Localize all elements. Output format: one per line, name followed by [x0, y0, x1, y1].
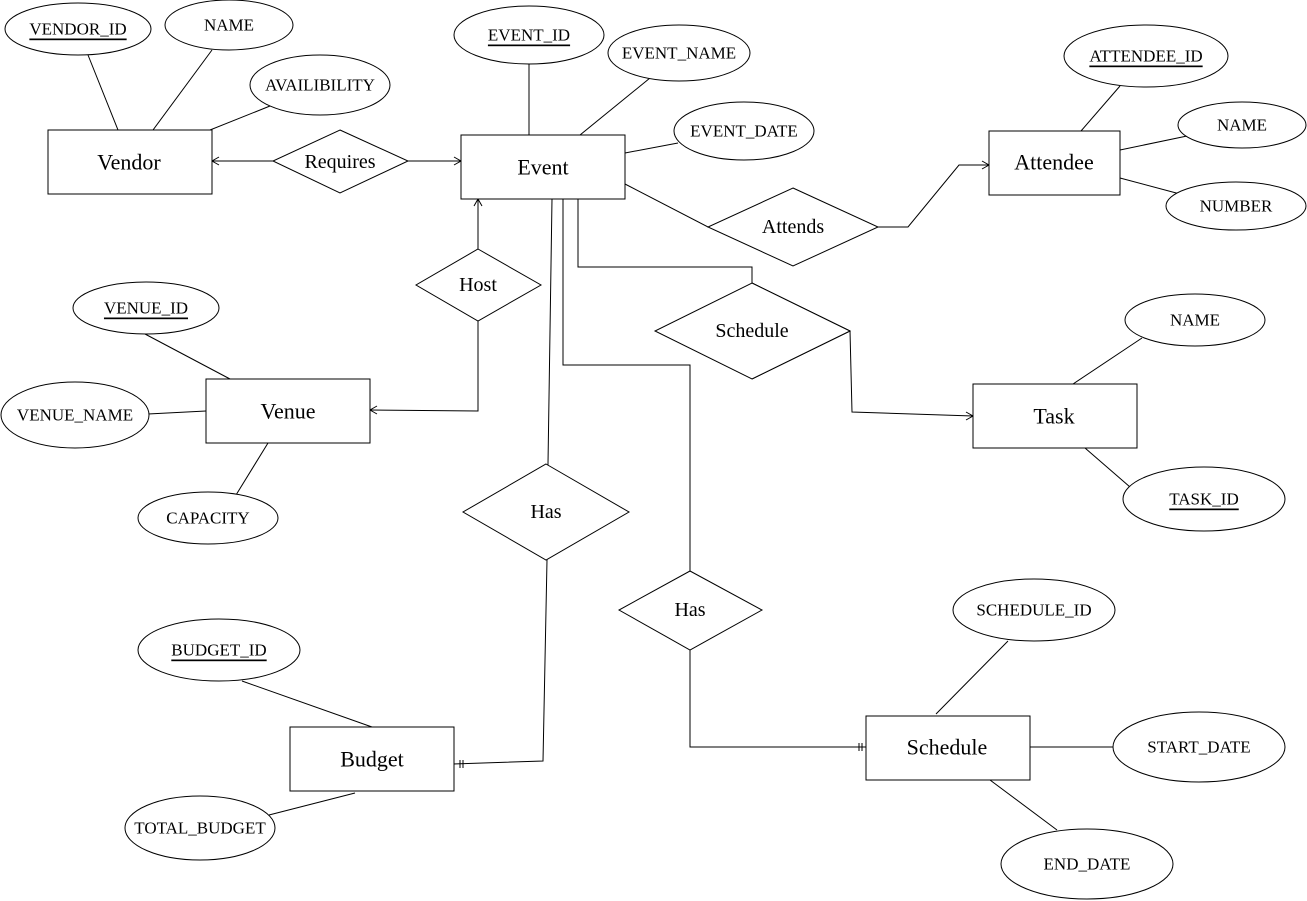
relationship-requires-label: Requires — [304, 151, 375, 173]
edge-vendor-availability — [209, 105, 271, 131]
edge-event-date — [624, 142, 679, 154]
attribute-budget-id: BUDGET_ID — [137, 618, 301, 682]
edge-event-has-schedule — [562, 199, 866, 748]
attribute-task-id-label: TASK_ID — [1169, 490, 1238, 509]
attribute-attendee-id-label: ATTENDEE_ID — [1089, 47, 1202, 66]
attribute-capacity-label: CAPACITY — [166, 509, 249, 528]
entity-vendor: Vendor — [47, 129, 213, 195]
edge-total-budget — [268, 792, 356, 816]
attribute-venue-name-label: VENUE_NAME — [17, 406, 133, 425]
edge-vendor-id — [87, 54, 119, 131]
edge-venue-name — [147, 410, 207, 415]
attribute-event-name: EVENT_NAME — [607, 24, 751, 82]
attribute-event-name-label: EVENT_NAME — [622, 44, 736, 63]
relationship-schedule: Schedule — [653, 282, 852, 380]
relationship-has-schedule-label: Has — [674, 599, 705, 621]
attribute-total-budget: TOTAL_BUDGET — [124, 795, 276, 861]
attribute-event-id: EVENT_ID — [453, 5, 605, 65]
entity-schedule-label: Schedule — [907, 735, 988, 760]
entity-attendee-label: Attendee — [1014, 150, 1093, 175]
attribute-attendee-name-label: NAME — [1217, 116, 1267, 135]
attribute-total-budget-label: TOTAL_BUDGET — [134, 819, 266, 838]
entity-attendee: Attendee — [988, 130, 1121, 196]
attribute-event-date-label: EVENT_DATE — [690, 122, 798, 141]
attribute-schedule-id-label: SCHEDULE_ID — [976, 601, 1091, 620]
edge-event-attends-attendee — [624, 164, 989, 228]
attribute-attendee-number-label: NUMBER — [1200, 197, 1273, 216]
edge-vendor-name — [152, 49, 213, 131]
attribute-availability: AVAILIBILITY — [249, 54, 391, 116]
entity-schedule: Schedule — [865, 715, 1031, 781]
entity-budget: Budget — [289, 726, 455, 792]
edge-event-has-budget — [452, 198, 553, 765]
attribute-vendor-name-label: NAME — [204, 16, 254, 35]
attribute-venue-id-label: VENUE_ID — [104, 299, 188, 318]
attribute-availability-label: AVAILIBILITY — [265, 76, 375, 95]
edge-event-name — [579, 77, 651, 136]
relationship-requires: Requires — [271, 129, 410, 194]
attribute-vendor-id: VENDOR_ID — [4, 2, 152, 56]
edge-attendee-name — [1119, 135, 1188, 151]
attribute-event-id-label: EVENT_ID — [488, 26, 570, 45]
attribute-attendee-number: NUMBER — [1165, 181, 1307, 231]
attribute-schedule-id: SCHEDULE_ID — [952, 578, 1116, 642]
edge-venue-capacity — [235, 442, 269, 496]
attribute-end-date: END_DATE — [1000, 828, 1174, 900]
attribute-budget-id-label: BUDGET_ID — [171, 641, 266, 660]
attribute-start-date-label: START_DATE — [1147, 738, 1250, 757]
attribute-venue-name: VENUE_NAME — [0, 381, 150, 449]
attribute-start-date: START_DATE — [1112, 711, 1286, 783]
attribute-end-date-label: END_DATE — [1044, 855, 1131, 874]
relationship-has-schedule: Has — [617, 570, 764, 651]
attribute-task-id: TASK_ID — [1122, 466, 1286, 532]
relationship-host: Host — [415, 248, 543, 322]
edge-task-id — [1084, 447, 1131, 488]
entity-vendor-label: Vendor — [97, 150, 161, 175]
entity-event-label: Event — [517, 155, 568, 180]
attribute-vendor-id-label: VENDOR_ID — [29, 20, 126, 39]
relationship-attends: Attends — [706, 187, 880, 267]
edge-budget-id — [241, 680, 373, 728]
attribute-event-date: EVENT_DATE — [673, 101, 815, 161]
entity-task-label: Task — [1033, 404, 1074, 429]
attribute-task-name: NAME — [1124, 293, 1266, 347]
entity-event: Event — [460, 134, 626, 200]
entity-venue: Venue — [205, 378, 371, 444]
entity-budget-label: Budget — [340, 747, 404, 772]
attribute-capacity: CAPACITY — [137, 491, 279, 545]
edge-attendee-id — [1080, 85, 1121, 132]
attribute-venue-id: VENUE_ID — [72, 281, 220, 335]
edge-task-name — [1072, 337, 1143, 385]
relationship-attends-label: Attends — [762, 216, 824, 238]
relationship-has-budget: Has — [462, 463, 630, 561]
attribute-vendor-name: NAME — [164, 0, 294, 51]
entity-task: Task — [972, 383, 1138, 449]
edge-end-date — [989, 779, 1058, 831]
relationship-host-label: Host — [459, 274, 497, 296]
attribute-attendee-id: ATTENDEE_ID — [1063, 24, 1229, 88]
edge-attendee-number — [1119, 177, 1181, 195]
relationship-has-budget-label: Has — [530, 501, 561, 523]
edge-venue-id — [144, 333, 231, 380]
edge-schedule-id — [935, 640, 1009, 715]
attribute-attendee-name: NAME — [1177, 101, 1307, 149]
relationship-schedule-label: Schedule — [715, 320, 788, 342]
attribute-task-name-label: NAME — [1170, 311, 1220, 330]
entity-venue-label: Venue — [261, 399, 316, 424]
